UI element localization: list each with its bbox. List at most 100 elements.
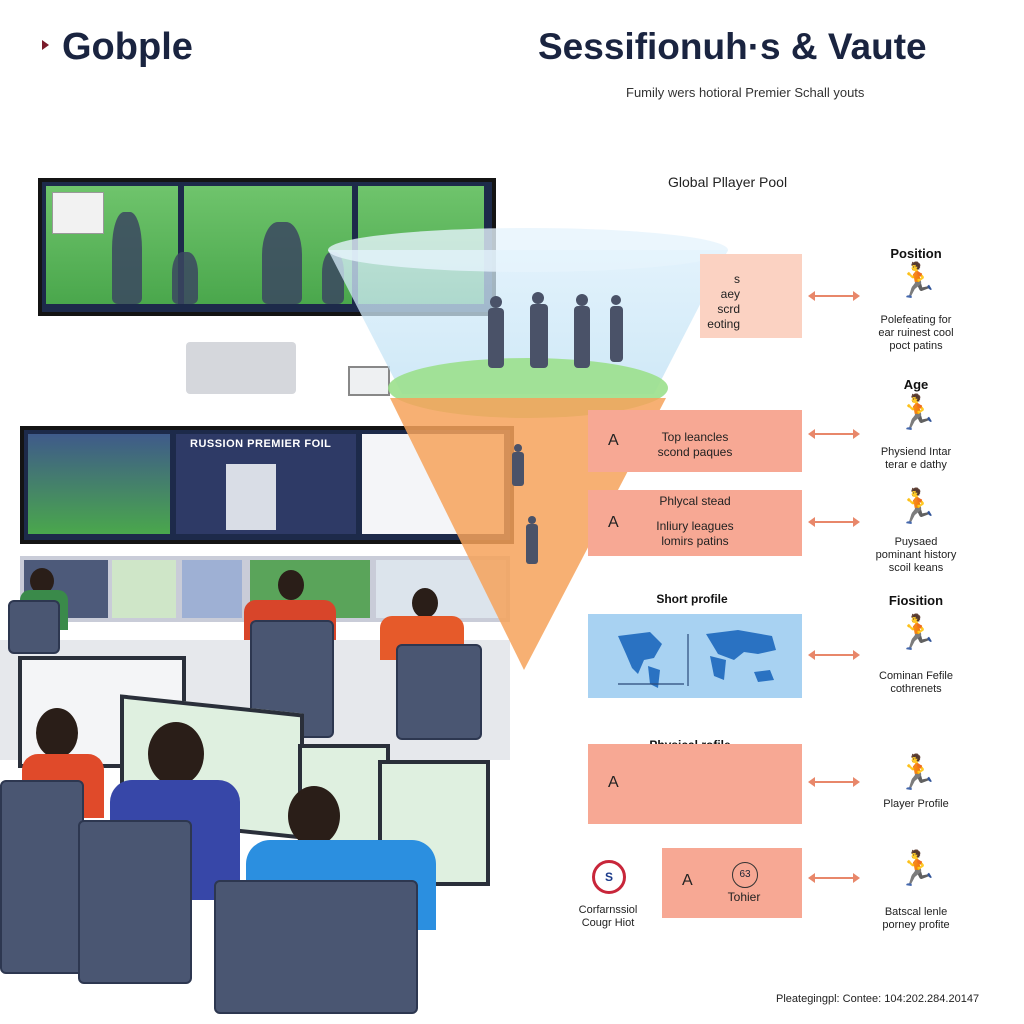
stage-3-heading: Phlycal stead [659, 494, 731, 508]
page-title: Sessifionuh·s & Vaute [538, 26, 927, 67]
category-line: cothrenets [890, 683, 942, 695]
player-body [610, 306, 623, 362]
stage-3-marker: A [608, 514, 619, 531]
funnel-top-band [328, 250, 728, 394]
category-line: pominant history [875, 549, 957, 561]
stats-overlay [52, 192, 104, 234]
continent [754, 670, 774, 682]
brand-logo: Gobple [62, 26, 193, 68]
funnel-players [488, 292, 623, 564]
stage-box-3 [588, 490, 802, 556]
player-head [490, 296, 502, 308]
category-2-desc: Physiend Intar terar e dathy [860, 446, 972, 472]
stage-1-text: s aey scrd eoting [690, 272, 740, 332]
stage-box-6 [662, 848, 802, 918]
analyst-head [148, 722, 204, 786]
stage-1-line: eoting [707, 317, 740, 331]
stage-5-marker: A [608, 774, 619, 791]
runner-icon: 🏃 [896, 754, 939, 792]
player-silhouette [262, 222, 302, 304]
stage-2-marker: A [608, 432, 619, 449]
category-4-desc: Cominan Fefile cothrenets [860, 670, 972, 696]
player-body [512, 452, 524, 486]
category-5-desc: Player Profile [883, 798, 949, 810]
funnel-rim [328, 228, 728, 272]
category-line: terar e dathy [885, 459, 947, 471]
runner-icon: 🏃 [896, 614, 939, 652]
stage-1-line: aey [720, 287, 740, 301]
player-head [532, 292, 544, 304]
page-subtitle: Fumily wers hotioral Premier Schall yout… [626, 85, 865, 100]
chair [214, 880, 418, 1014]
player-head [576, 294, 588, 306]
world-map-icon [618, 630, 776, 688]
analyst-screen [182, 560, 242, 618]
arrow-3 [808, 517, 860, 527]
chair [396, 644, 482, 740]
stage-6-marker: A [682, 872, 693, 889]
analyst-head [30, 568, 54, 594]
stage-2-line: Top leancles [661, 430, 729, 444]
stage-3-line: lomirs patins [661, 534, 729, 548]
player-silhouette [112, 212, 142, 304]
chair [78, 820, 192, 984]
pitch-panel [28, 434, 170, 534]
player-funnel [328, 228, 728, 670]
category-1-heading: Position [890, 246, 942, 261]
bottom-left-caption: Corfarnssiol Cougr Hiot [566, 904, 650, 930]
category-line: Physiend Intar [880, 446, 952, 458]
analyst-head [278, 570, 304, 600]
category-3-desc: Puysaed pominant history scoil keans [860, 536, 972, 575]
analyst-head [412, 588, 438, 618]
map-line [618, 634, 689, 686]
player-body [526, 524, 538, 564]
club-badge-icon: S [592, 860, 626, 894]
runner-icon: 🏃 [896, 394, 939, 432]
funnel-label: Global Pllayer Pool [668, 174, 788, 190]
analyst-head [36, 708, 78, 758]
stage-3-text: Phlycal stead Inliury leagues lomirs pat… [640, 494, 750, 549]
screen-title: RUSSION PREMIER FOIL [190, 438, 332, 450]
stage-box-5 [588, 744, 802, 824]
stage-4-heading: Short profile [656, 592, 728, 606]
category-1-desc: Polefeating for ear ruinest cool poct pa… [860, 314, 972, 353]
runner-icon: 🏃 [896, 850, 939, 888]
player-head [514, 444, 522, 452]
caption-line: Cougr Hiot [581, 917, 635, 929]
category-line: poct patins [889, 340, 943, 352]
chair [8, 600, 60, 654]
stage-1-line: s [734, 272, 740, 286]
player-body [488, 308, 504, 368]
stage-box-1 [700, 254, 802, 338]
analyst-screen [112, 560, 176, 618]
player-body [530, 304, 548, 368]
stage-3-line: Inliury leagues [656, 519, 734, 533]
mini-figures [186, 342, 296, 394]
arrow-2 [808, 429, 860, 439]
runner-icon: 🏃 [896, 262, 939, 300]
category-2-heading: Age [903, 377, 929, 392]
continent [706, 630, 776, 660]
stage-1-line: scrd [717, 302, 740, 316]
runner-icon: 🏃 [896, 488, 939, 526]
player-body [574, 306, 590, 368]
stage-6-text: Tohier [727, 890, 761, 904]
arrow-4 [808, 650, 860, 660]
arrow-6 [808, 873, 860, 883]
category-line: scoil keans [888, 562, 944, 574]
footer-text: Pleategingpl: Contee: 104:202.284.20147 [776, 993, 980, 1005]
brand-mark-icon [42, 40, 49, 50]
arrow-5 [808, 777, 860, 787]
player-silhouette [172, 252, 198, 304]
mini-screen [348, 366, 390, 396]
category-line: Puysaed [894, 536, 938, 548]
chair [0, 780, 84, 974]
continent [648, 666, 660, 688]
category-6-desc: Batscal lenle porney profite [860, 906, 972, 932]
category-4-heading: Fiosition [888, 593, 944, 608]
stage-box-4 [588, 614, 802, 698]
continent [618, 632, 662, 674]
category-line: porney profite [882, 919, 950, 931]
category-line: Cominan Fefile [879, 670, 953, 682]
stage-box-2 [588, 410, 802, 472]
